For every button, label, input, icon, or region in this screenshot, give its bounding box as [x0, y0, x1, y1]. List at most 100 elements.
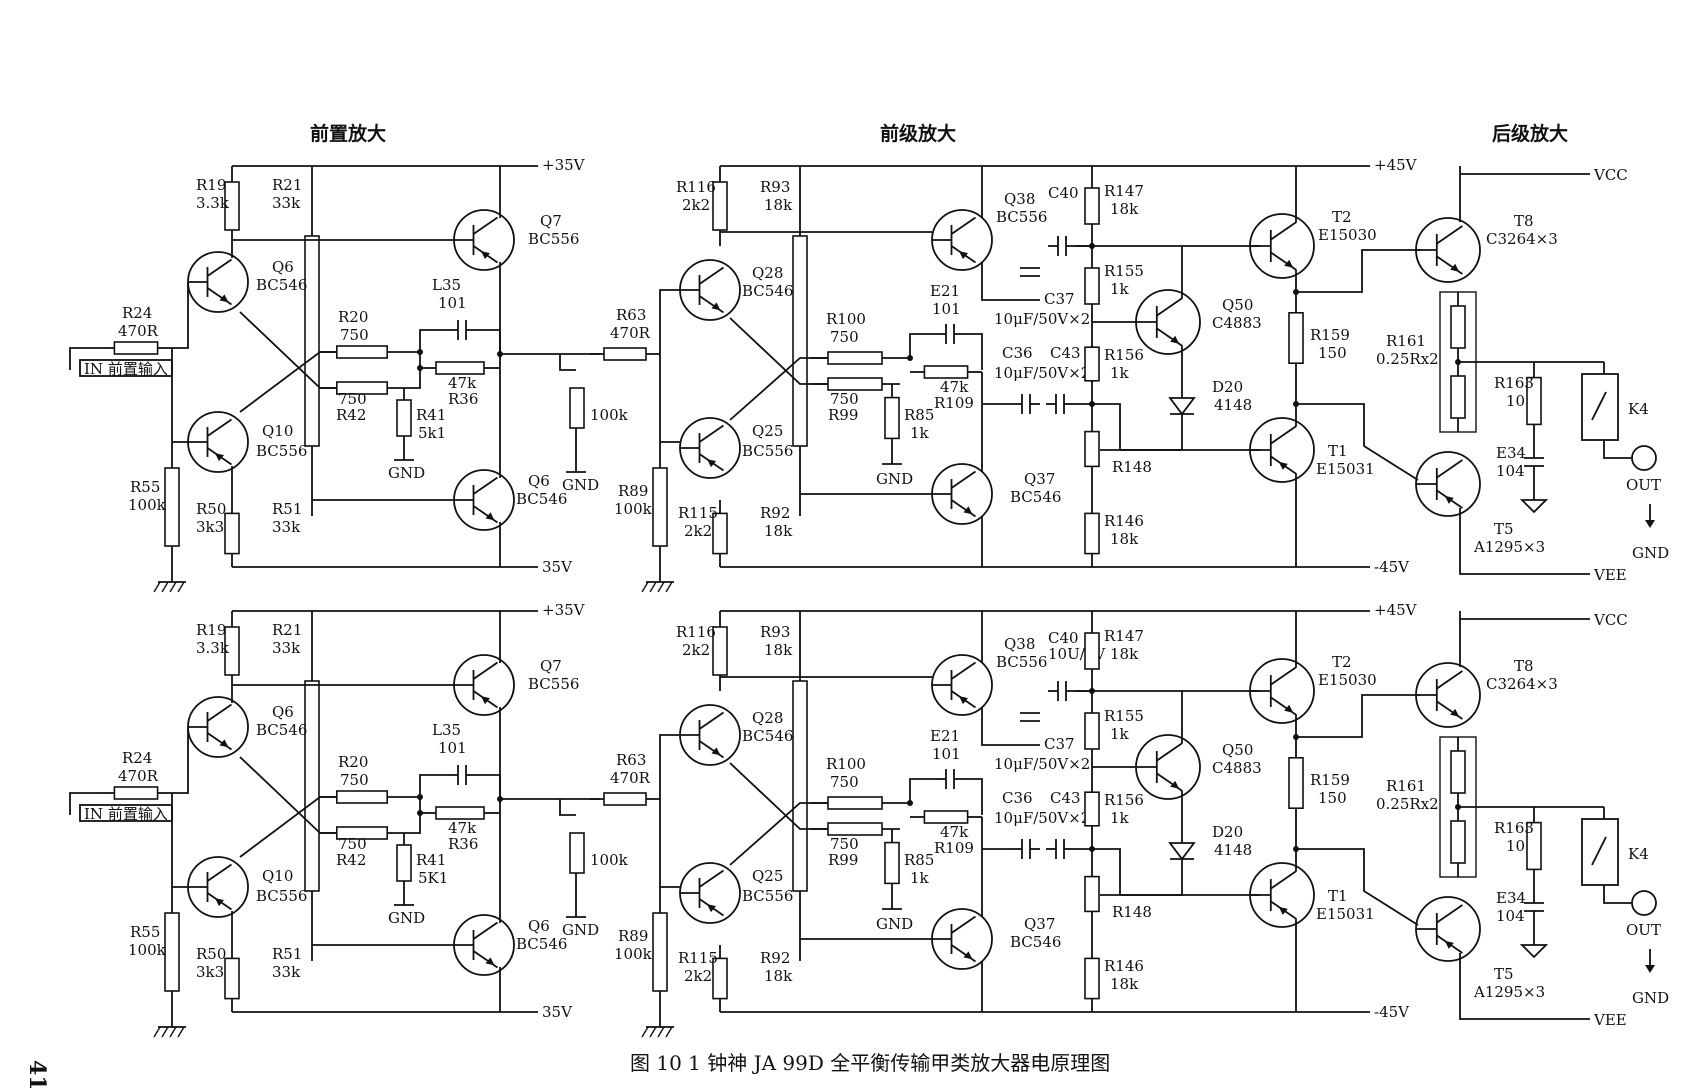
wire — [1120, 414, 1183, 451]
relay-k4 — [1581, 818, 1619, 886]
wire — [659, 289, 680, 354]
collector-lead — [206, 258, 233, 277]
label-q38-type: BC556 — [996, 208, 1047, 226]
emitter-arrow — [1278, 906, 1288, 915]
label-r116-value: 2k2 — [682, 641, 710, 659]
input-terminal-label: IN 前置输入 — [84, 360, 168, 378]
label-t1-type: E15031 — [1316, 905, 1375, 923]
collector-lead — [472, 921, 499, 940]
ground-hatch — [161, 1026, 169, 1038]
collector-lead — [1156, 297, 1183, 317]
wire — [659, 799, 680, 888]
label-q6-out-type: BC546 — [516, 935, 567, 953]
wire — [1074, 848, 1121, 896]
wire — [404, 797, 421, 834]
ground-hatch — [657, 1026, 665, 1038]
label-r155: R155 — [1104, 707, 1144, 725]
transistor-q10 — [187, 411, 249, 473]
ground-hatch — [153, 1026, 161, 1038]
label-r146-value: 18k — [1110, 975, 1139, 993]
rail-label-vee: VEE — [1593, 566, 1627, 584]
transistor-q38 — [931, 209, 993, 271]
emitter-arrow — [1444, 495, 1454, 504]
channel-lower: +35V35VR193.3kR2133kQ6BC546Q10BC556R2447… — [69, 601, 1669, 1038]
wire — [659, 734, 680, 799]
resistor-r156 — [1084, 791, 1100, 827]
label-r100-value: 750 — [830, 773, 859, 791]
rail-label-pre-neg: 35V — [542, 1003, 573, 1021]
label-q25: Q25 — [752, 867, 783, 885]
ground-hatch — [641, 581, 649, 593]
label-l35-value: 101 — [438, 294, 467, 312]
wire — [1459, 1012, 1590, 1020]
wire — [476, 774, 501, 803]
label-r41: R41 — [416, 406, 446, 424]
label-r50: R50 — [196, 500, 226, 518]
resistor-r20 — [335, 345, 388, 359]
wire — [404, 329, 448, 353]
resistor-r63 — [603, 792, 647, 806]
label-t1: T1 — [1328, 887, 1348, 905]
label-r19-value: 3.3k — [196, 194, 230, 212]
label-r109: R109 — [934, 394, 974, 412]
label-r115-value: 2k2 — [684, 967, 712, 985]
label-q37: Q37 — [1024, 470, 1055, 488]
rail-label-mid-pos: +45V — [1374, 156, 1418, 174]
resistor-r115 — [712, 957, 728, 1000]
resistor-r55 — [164, 912, 180, 992]
label-r21-value: 33k — [272, 639, 301, 657]
relay-k4 — [1581, 373, 1619, 441]
label-r89-value: 100k — [614, 500, 653, 518]
ground-hatch — [665, 1026, 673, 1038]
collector-lead — [950, 661, 977, 680]
ground-hatch — [665, 581, 673, 593]
transistor-q25 — [679, 417, 741, 479]
rail-label-pre-pos: +35V — [542, 601, 586, 619]
channel-upper: +35V35VR193.3kR2133kQ6BC546Q10BC556R2447… — [69, 156, 1669, 593]
label-r161: R161 — [1386, 332, 1426, 350]
label-r89: R89 — [618, 927, 648, 945]
label-r85: R85 — [904, 851, 934, 869]
rail-label-pre-pos: +35V — [542, 156, 586, 174]
gnd-label-out: GND — [1632, 989, 1669, 1007]
label-r20-value: 750 — [340, 771, 369, 789]
label-r116-value: 2k2 — [682, 196, 710, 214]
resistor-r109 — [923, 810, 969, 824]
wire — [1459, 166, 1590, 175]
label-c36-value: 10μF/50V×2 — [994, 364, 1090, 382]
wire — [171, 793, 188, 888]
resistor-r147 — [1084, 632, 1100, 670]
label-r163: R163 — [1494, 819, 1534, 837]
label-q6: Q6 — [272, 258, 294, 276]
label-r41-value: 5K1 — [418, 869, 448, 887]
transistor-q6 — [187, 696, 249, 758]
label-r63-value: 470R — [610, 324, 651, 342]
label-e34-value: 104 — [1496, 462, 1525, 480]
label-r99-value: 750 — [830, 835, 859, 853]
collector-lead — [1270, 221, 1297, 241]
label-q25-type: BC556 — [742, 887, 793, 905]
label-r148: R148 — [1112, 458, 1152, 476]
junction-dot — [907, 800, 913, 806]
collector-lead — [1436, 225, 1463, 245]
rail-label-mid-neg: -45V — [1374, 1003, 1410, 1021]
transistor-q28 — [679, 259, 741, 321]
label-r163: R163 — [1494, 374, 1534, 392]
transistor-q50 — [1135, 734, 1201, 800]
label-r159: R159 — [1310, 326, 1350, 344]
label-t8: T8 — [1514, 212, 1534, 230]
ground-hatch — [169, 581, 177, 593]
label-q6-out: Q6 — [528, 917, 550, 935]
label-r100: R100 — [826, 310, 866, 328]
collector-lead — [698, 424, 725, 443]
ground-triangle — [1519, 499, 1549, 514]
label-r161-value: 0.25Rx2 — [1376, 795, 1439, 813]
resistor-r148 — [1084, 875, 1100, 913]
wire — [1120, 859, 1183, 896]
ground-triangle — [1519, 944, 1549, 959]
input-terminal-box — [79, 359, 173, 377]
ground-hatch — [177, 1026, 185, 1038]
diode-d20 — [1168, 842, 1196, 861]
label-r163-value: 10 — [1506, 837, 1525, 855]
label-r155-value: 1k — [1110, 725, 1130, 743]
